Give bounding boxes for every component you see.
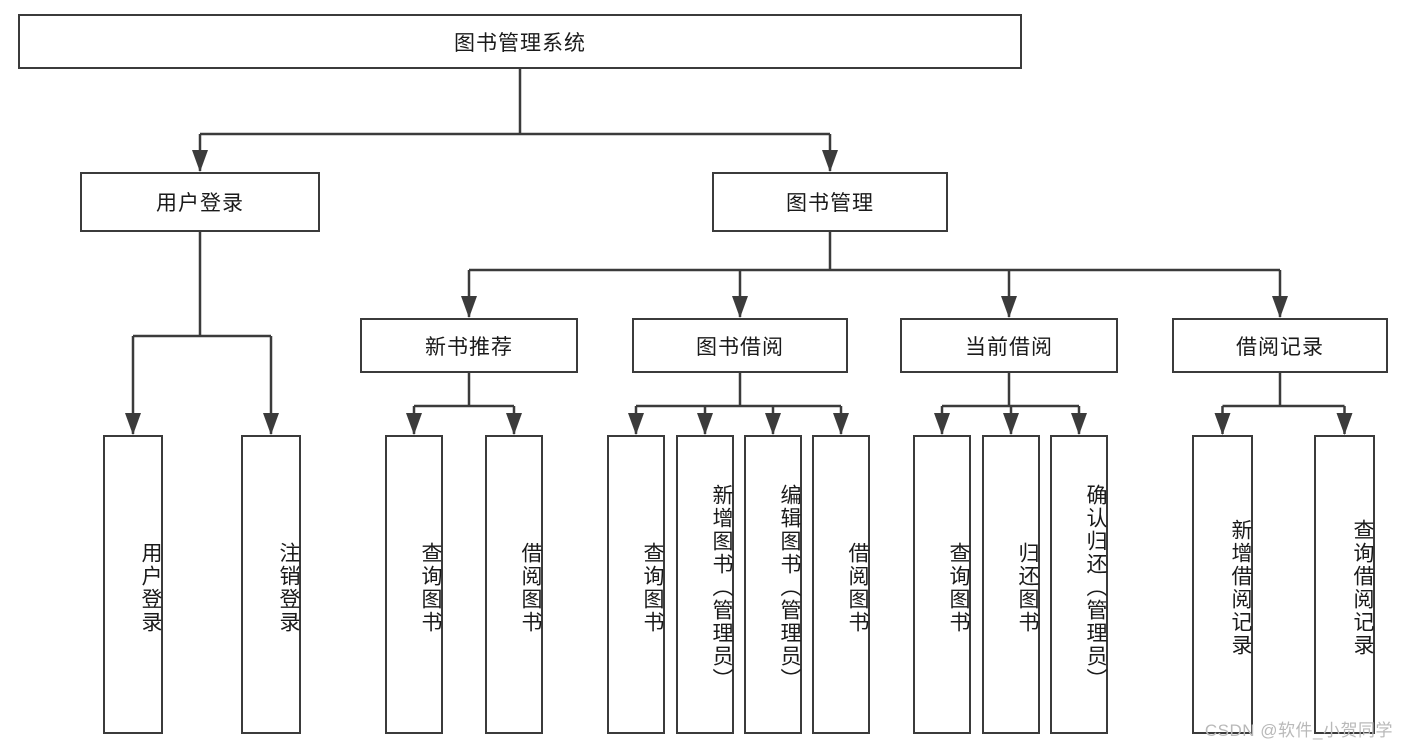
node-label: 图书管理系统 bbox=[454, 31, 586, 55]
node-leaf5[interactable]: 查询图书 bbox=[607, 435, 665, 734]
node-label: 查询图书 bbox=[947, 541, 970, 634]
node-leaf7[interactable]: 编辑图书（管理员） bbox=[744, 435, 802, 734]
node-label: 编辑图书（管理员） bbox=[778, 484, 801, 691]
node-label: 归还图书 bbox=[1016, 541, 1039, 634]
node-label: 查询图书 bbox=[641, 541, 664, 634]
node-label: 图书借阅 bbox=[696, 335, 784, 359]
node-label: 查询借阅记录 bbox=[1351, 518, 1374, 657]
node-label: 新增图书（管理员） bbox=[710, 484, 733, 691]
node-leaf12[interactable]: 新增借阅记录 bbox=[1192, 435, 1253, 734]
node-l3a[interactable]: 新书推荐 bbox=[360, 318, 578, 373]
node-l3c[interactable]: 当前借阅 bbox=[900, 318, 1118, 373]
node-leaf10[interactable]: 归还图书 bbox=[982, 435, 1040, 734]
node-leaf9[interactable]: 查询图书 bbox=[913, 435, 971, 734]
node-leaf6[interactable]: 新增图书（管理员） bbox=[676, 435, 734, 734]
node-leaf2[interactable]: 注销登录 bbox=[241, 435, 301, 734]
node-leaf11[interactable]: 确认归还（管理员） bbox=[1050, 435, 1108, 734]
node-l3b[interactable]: 图书借阅 bbox=[632, 318, 848, 373]
node-label: 注销登录 bbox=[277, 541, 300, 634]
node-l3d[interactable]: 借阅记录 bbox=[1172, 318, 1388, 373]
node-leaf4[interactable]: 借阅图书 bbox=[485, 435, 543, 734]
node-label: 新增借阅记录 bbox=[1229, 518, 1252, 657]
node-label: 图书管理 bbox=[786, 192, 874, 215]
node-l2a[interactable]: 用户登录 bbox=[80, 172, 320, 232]
node-label: 借阅图书 bbox=[846, 541, 869, 634]
node-l2b[interactable]: 图书管理 bbox=[712, 172, 948, 232]
node-label: 当前借阅 bbox=[965, 335, 1053, 359]
node-leaf8[interactable]: 借阅图书 bbox=[812, 435, 870, 734]
node-label: 借阅图书 bbox=[519, 541, 542, 634]
node-label: 查询图书 bbox=[419, 541, 442, 634]
node-label: 用户登录 bbox=[156, 192, 244, 215]
node-label: 用户登录 bbox=[139, 541, 162, 634]
node-leaf1[interactable]: 用户登录 bbox=[103, 435, 163, 734]
node-leaf13[interactable]: 查询借阅记录 bbox=[1314, 435, 1375, 734]
node-label: 新书推荐 bbox=[425, 335, 513, 359]
watermark: CSDN @软件_小贺同学 bbox=[1204, 721, 1393, 740]
node-label: 确认归还（管理员） bbox=[1084, 484, 1107, 691]
node-label: 借阅记录 bbox=[1236, 335, 1324, 359]
node-root[interactable]: 图书管理系统 bbox=[18, 14, 1022, 69]
node-leaf3[interactable]: 查询图书 bbox=[385, 435, 443, 734]
